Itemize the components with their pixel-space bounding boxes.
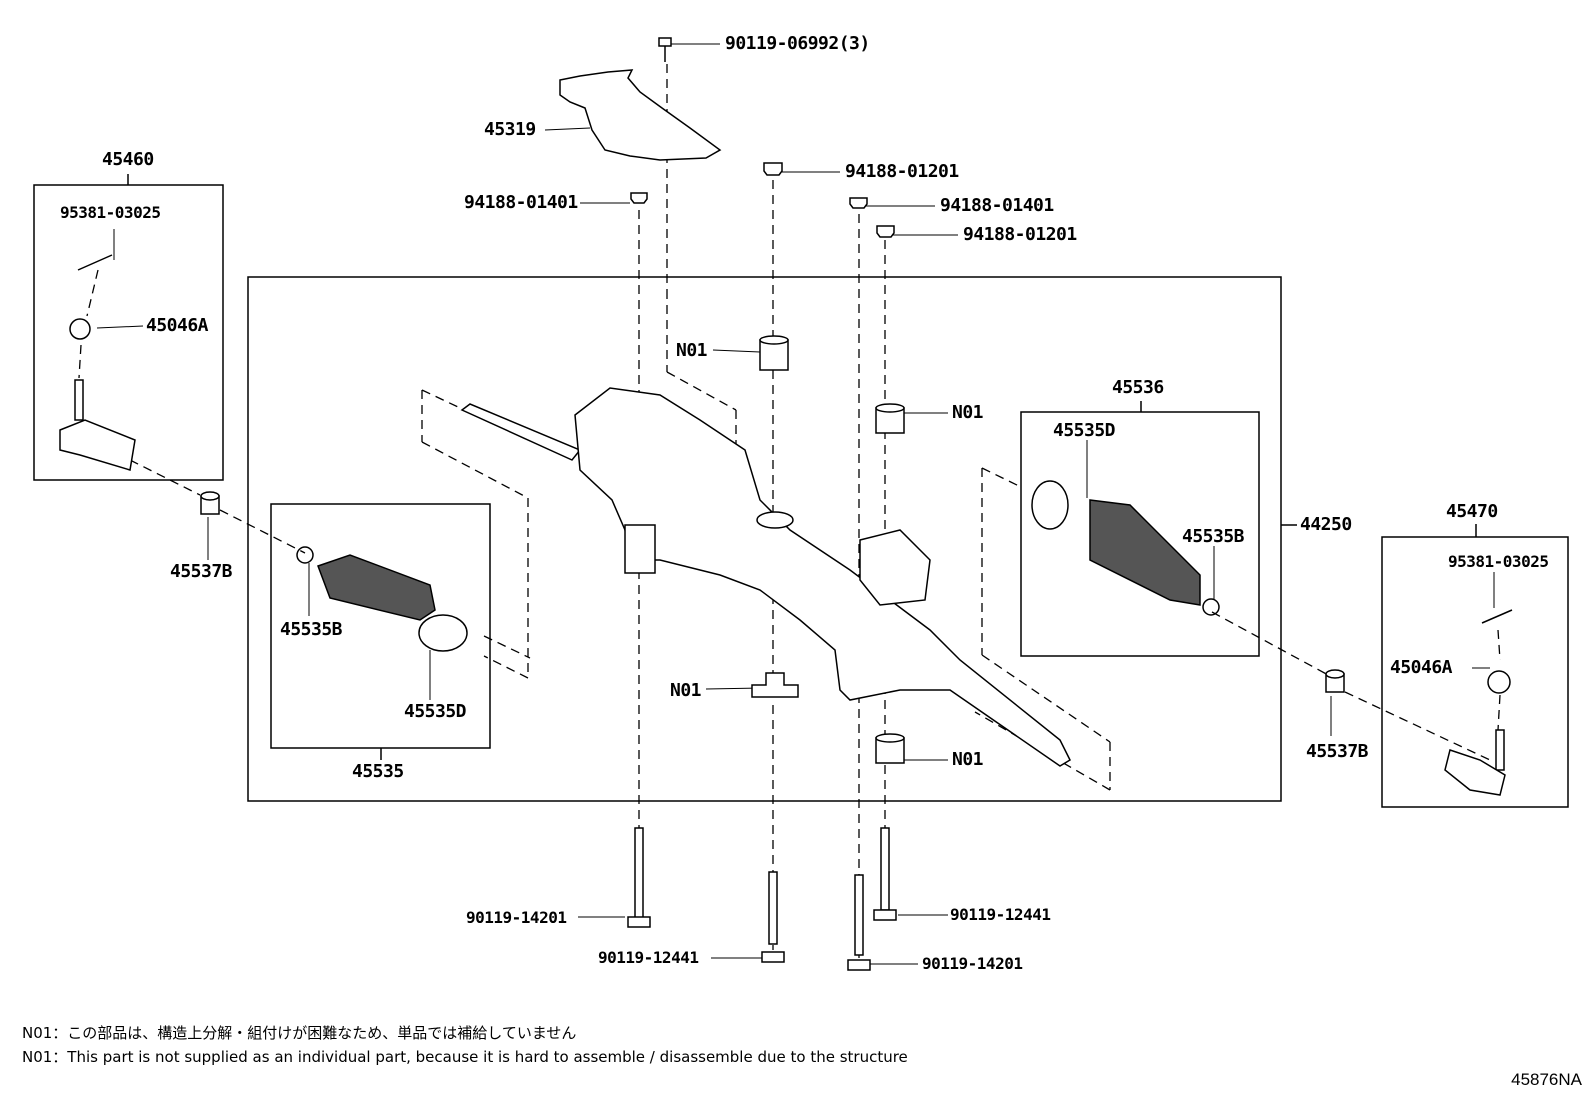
label-45535[interactable]: 45535 bbox=[352, 761, 404, 782]
tie-rod-end-icons bbox=[59, 254, 1513, 796]
label-95381-03025-a[interactable]: 95381-03025 bbox=[60, 203, 161, 222]
label-90119-12441-b[interactable]: 90119-12441 bbox=[950, 905, 1051, 924]
label-45535D-b[interactable]: 45535D bbox=[404, 701, 467, 722]
label-44250[interactable]: 44250 bbox=[1300, 514, 1352, 535]
label-45536[interactable]: 45536 bbox=[1112, 377, 1164, 398]
clamp-icons bbox=[296, 480, 1220, 652]
label-n01-a[interactable]: N01 bbox=[676, 340, 708, 361]
label-45046A-a[interactable]: 45046A bbox=[146, 315, 209, 336]
label-45460[interactable]: 45460 bbox=[102, 149, 154, 170]
label-45537B-b[interactable]: 45537B bbox=[1306, 741, 1369, 762]
label-90119-14201-b[interactable]: 90119-14201 bbox=[922, 954, 1023, 973]
label-45046A-b[interactable]: 45046A bbox=[1390, 657, 1453, 678]
label-90119-14201-a[interactable]: 90119-14201 bbox=[466, 908, 567, 927]
n01-cap-icons bbox=[751, 335, 905, 764]
label-90119-06992[interactable]: 90119-06992(3) bbox=[725, 33, 870, 54]
bushing-icons bbox=[200, 491, 1345, 693]
cover-icon bbox=[559, 69, 722, 161]
note-japanese: N01：この部品は、構造上分解・組付けが困難なため、単品では補給していません bbox=[22, 1024, 577, 1042]
label-n01-c[interactable]: N01 bbox=[670, 680, 702, 701]
label-45319[interactable]: 45319 bbox=[484, 119, 536, 140]
boot-right-box bbox=[1020, 411, 1260, 657]
label-45537B-a[interactable]: 45537B bbox=[170, 561, 233, 582]
tie-rod-end-right-box bbox=[1381, 536, 1569, 808]
label-45535B-b[interactable]: 45535B bbox=[280, 619, 343, 640]
label-n01-d[interactable]: N01 bbox=[952, 749, 984, 770]
label-94188-01201-a[interactable]: 94188-01201 bbox=[845, 161, 959, 182]
note-english: N01：This part is not supplied as an indi… bbox=[22, 1048, 908, 1066]
bolt-icons bbox=[627, 827, 897, 971]
label-94188-01401-a[interactable]: 94188-01401 bbox=[464, 192, 578, 213]
label-94188-01401-b[interactable]: 94188-01401 bbox=[940, 195, 1054, 216]
label-45470[interactable]: 45470 bbox=[1446, 501, 1498, 522]
leaders bbox=[96, 43, 1495, 965]
label-94188-01201-b[interactable]: 94188-01201 bbox=[963, 224, 1077, 245]
label-n01-b[interactable]: N01 bbox=[952, 402, 984, 423]
steering-rack-icon bbox=[460, 387, 1071, 767]
assembly-lines bbox=[78, 64, 1501, 960]
boot-icons bbox=[317, 499, 1201, 621]
label-45535D-a[interactable]: 45535D bbox=[1053, 420, 1116, 441]
nut-icons bbox=[630, 37, 895, 238]
label-95381-03025-b[interactable]: 95381-03025 bbox=[1448, 552, 1549, 571]
steering-gear-box bbox=[247, 276, 1282, 802]
label-90119-12441-a[interactable]: 90119-12441 bbox=[598, 948, 699, 967]
label-45535B-a[interactable]: 45535B bbox=[1182, 526, 1245, 547]
diagram-code: 45876NA bbox=[1511, 1070, 1582, 1089]
